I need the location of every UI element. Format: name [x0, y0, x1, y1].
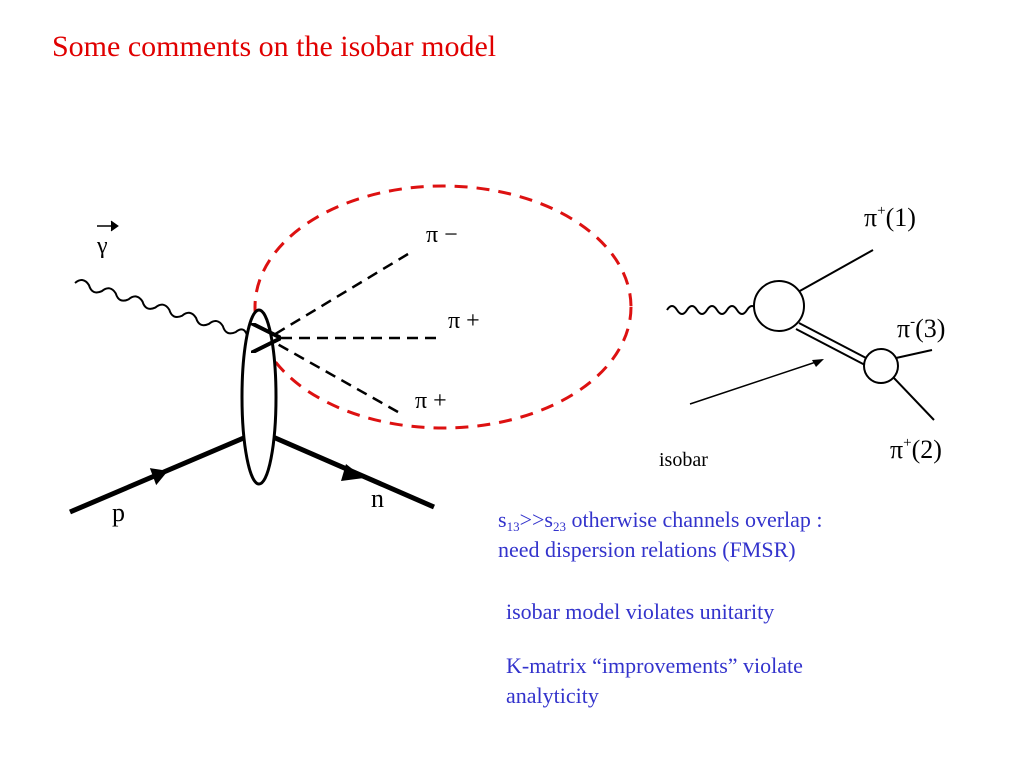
- proton-label: p: [112, 498, 125, 527]
- note1-line1: s13>>s23 otherwise channels overlap :: [498, 507, 823, 534]
- photon-label: γ: [96, 233, 108, 259]
- isobar-decay-vertex: [863, 348, 899, 384]
- isobar-pointer-line: [689, 359, 823, 405]
- right-diagram: π+(1) π-(3) π+(2) isobar: [659, 203, 945, 471]
- photon-wavy-line: [74, 279, 249, 336]
- pion-plus-label-a: π +: [448, 308, 480, 334]
- photon-vector-arrow-icon: [97, 220, 119, 232]
- pion3-label: π-(3): [897, 314, 945, 343]
- left-diagram: γ π − π + π + p n: [69, 184, 633, 527]
- production-vertex: [753, 280, 805, 332]
- note3-line2: analyticity: [506, 683, 599, 708]
- page-title: Some comments on the isobar model: [52, 30, 497, 63]
- pion-plus-label-b: π +: [415, 388, 447, 414]
- pion3-line: [895, 349, 933, 359]
- neutron-label: n: [371, 484, 384, 513]
- interaction-vertex: [240, 308, 278, 486]
- isobar-double-line-a: [798, 322, 869, 360]
- pion-plus-line-b: [271, 339, 399, 414]
- isobar-label: isobar: [659, 449, 708, 471]
- pion-minus-label: π −: [426, 222, 458, 248]
- neutron-arrow-icon: [341, 464, 364, 481]
- pion1-line: [797, 249, 874, 293]
- isobar-double-line-b: [795, 328, 866, 366]
- isobar-pointer-arrow-icon: [812, 359, 824, 367]
- pion-minus-line: [271, 252, 409, 338]
- right-photon-wavy-line: [666, 305, 758, 315]
- note-analyticity: K-matrix “improvements” violate analytic…: [506, 651, 926, 711]
- pion2-line: [892, 376, 935, 421]
- proton-arrow-icon: [149, 468, 168, 486]
- pion1-label: π+(1): [864, 203, 916, 232]
- pion2-label: π+(2): [890, 435, 942, 464]
- note-channels-overlap: s13>>s23 otherwise channels overlap : ne…: [498, 505, 958, 565]
- note1-line2: need dispersion relations (FMSR): [498, 537, 796, 562]
- isobar-region-ellipse: [253, 184, 633, 430]
- note-unitarity: isobar model violates unitarity: [506, 599, 775, 624]
- note3-line1: K-matrix “improvements” violate: [506, 653, 803, 678]
